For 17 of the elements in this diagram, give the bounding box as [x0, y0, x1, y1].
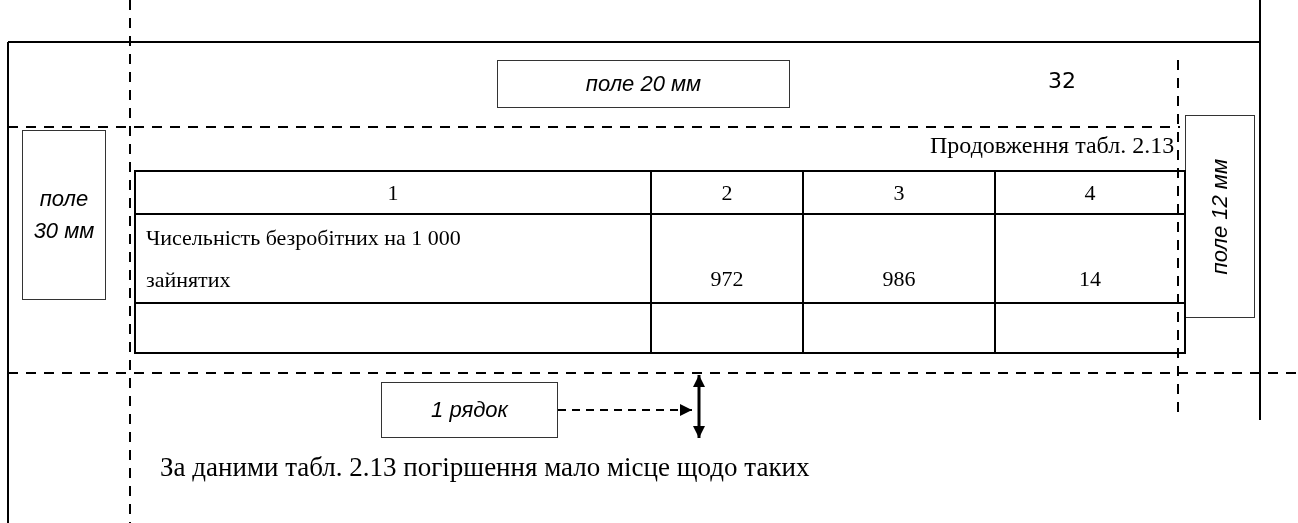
table-continuation-note: Продовження табл. 2.13: [930, 132, 1175, 159]
margin-label-box: поле 20 мм: [497, 60, 790, 108]
margin-label-box: 1 рядок: [381, 382, 558, 438]
table-cell: 14: [995, 214, 1185, 303]
margin-label-box: поле 30 мм: [22, 130, 106, 300]
arrow: [557, 404, 693, 416]
table-cell: 2: [651, 171, 803, 214]
double-arrow: [693, 375, 705, 438]
table-cell: 4: [995, 171, 1185, 214]
table-cell: 3: [803, 171, 995, 214]
page-number: 32: [1048, 68, 1076, 93]
table-cell: 986: [803, 214, 995, 303]
body-text: За даними табл. 2.13 погіршення мало місце щодо таких: [160, 452, 810, 483]
table-cell: 1: [135, 171, 651, 214]
margin-label-box: поле 12 мм: [1185, 115, 1255, 318]
table-cell: 972: [651, 214, 803, 303]
table-cell: Чисельність безробітних на 1 000 зайнятих: [135, 214, 651, 303]
